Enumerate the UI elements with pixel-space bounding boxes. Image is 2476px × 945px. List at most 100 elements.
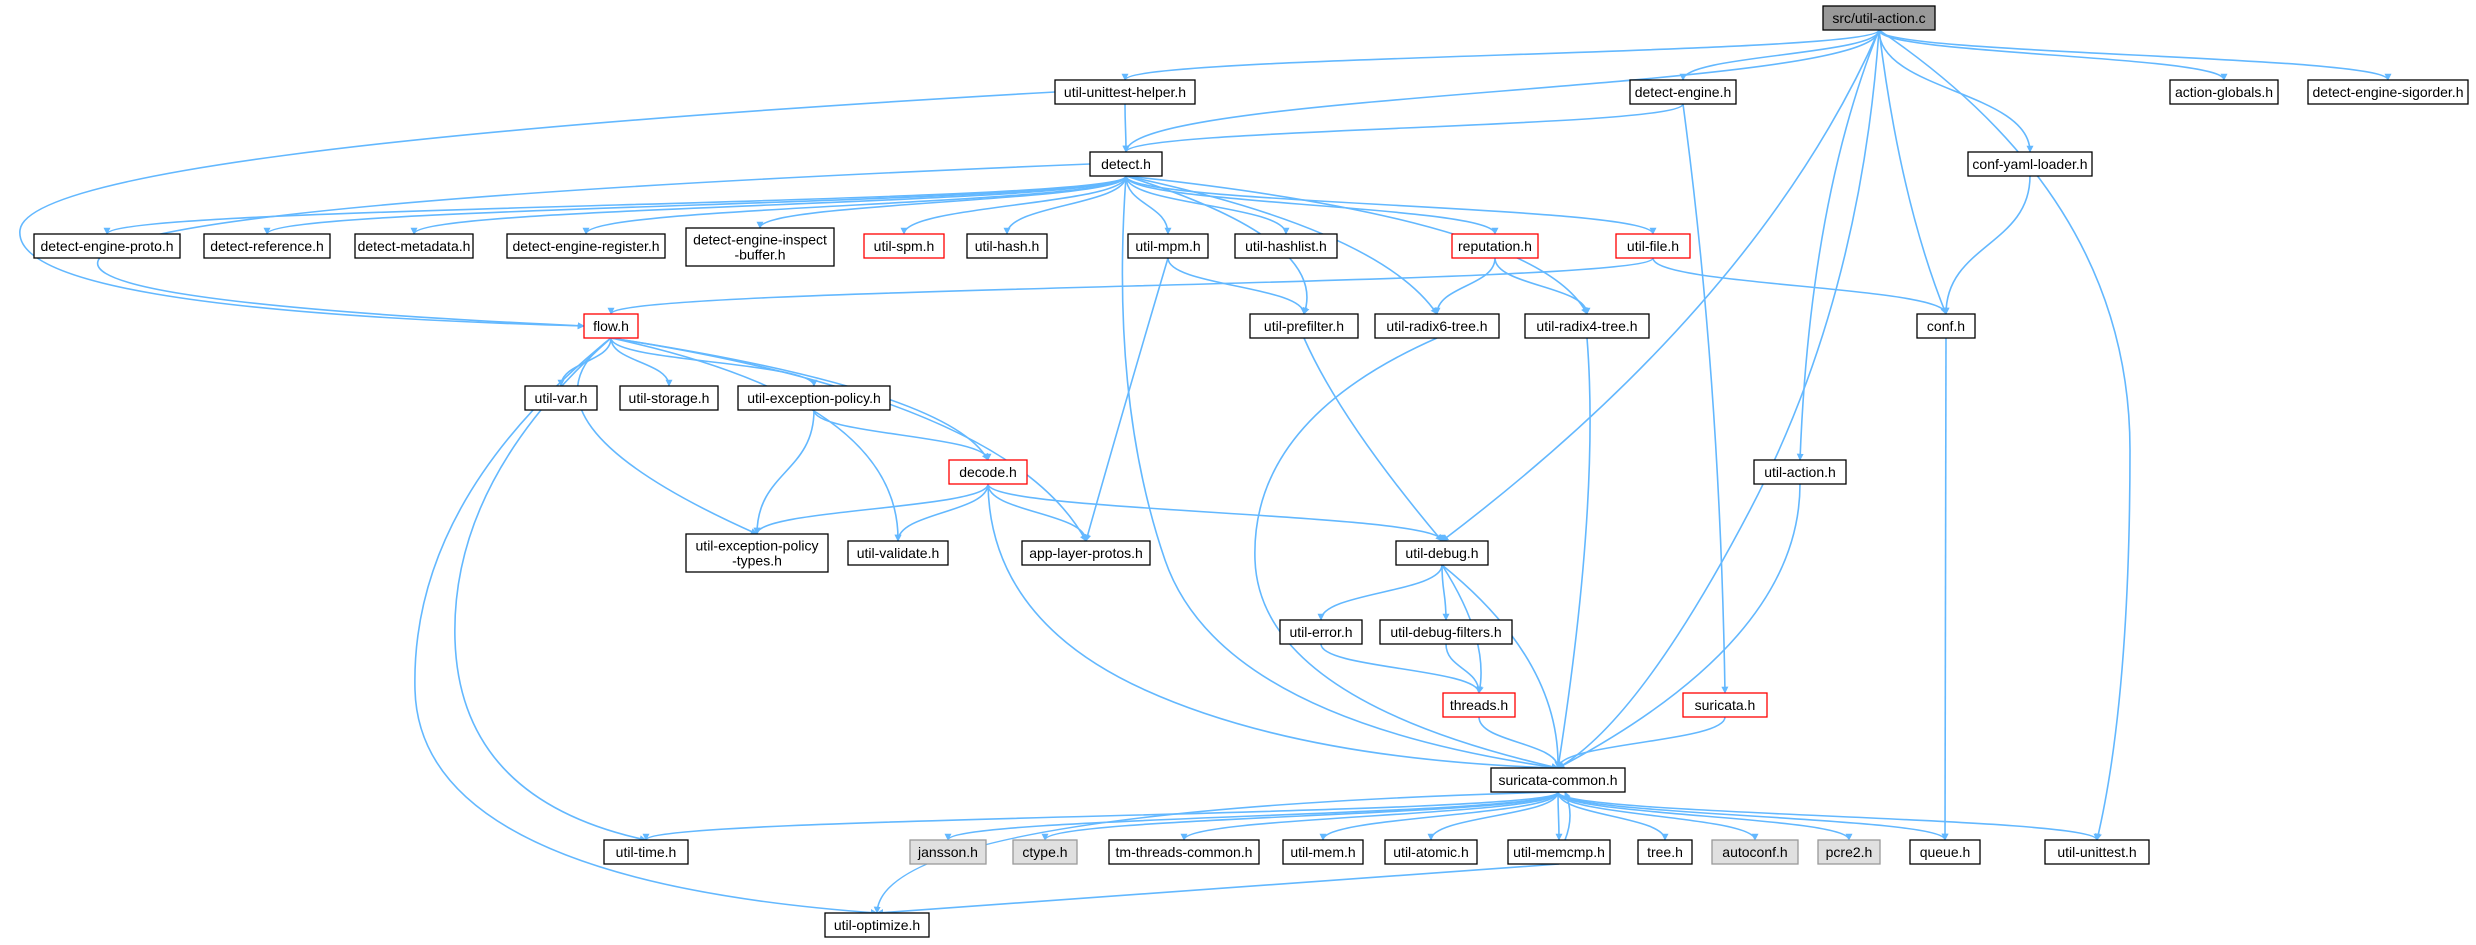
node-action-globals-h[interactable]: action-globals.h xyxy=(2169,79,2279,105)
node-threads-h[interactable]: threads.h xyxy=(1442,692,1516,718)
node-util-hash-h[interactable]: util-hash.h xyxy=(966,233,1048,259)
node-box xyxy=(1615,233,1691,259)
edge-src-util-action-c-to-util-debug-h xyxy=(1441,29,1880,542)
node-detect-h[interactable]: detect.h xyxy=(1089,151,1163,177)
node-box xyxy=(1711,839,1799,865)
node-tm-threads-common-h[interactable]: tm-threads-common.h xyxy=(1108,839,1260,865)
node-label: util-action.h xyxy=(1764,464,1836,480)
node-util-unittest-h[interactable]: util-unittest.h xyxy=(2044,839,2150,865)
node-util-prefilter-h[interactable]: util-prefilter.h xyxy=(1249,313,1359,339)
node-ctype-h[interactable]: ctype.h xyxy=(1012,839,1078,865)
node-decode-h[interactable]: decode.h xyxy=(948,459,1028,485)
node-label: util-var.h xyxy=(535,390,588,406)
node-util-unittest-helper-h[interactable]: util-unittest-helper.h xyxy=(1054,79,1196,105)
node-detect-engine-h[interactable]: detect-engine.h xyxy=(1629,79,1737,105)
node-box xyxy=(1442,692,1516,718)
node-util-radix4-tree-h[interactable]: util-radix4-tree.h xyxy=(1524,313,1650,339)
node-suricata-common-h[interactable]: suricata-common.h xyxy=(1490,767,1626,793)
node-pcre2-h[interactable]: pcre2.h xyxy=(1817,839,1881,865)
edge-util-unittest-helper-h-to-detect-h xyxy=(1122,103,1130,153)
node-autoconf-h[interactable]: autoconf.h xyxy=(1711,839,1799,865)
node-box xyxy=(1249,313,1359,339)
node-suricata-h[interactable]: suricata.h xyxy=(1682,692,1768,718)
edge-suricata-common-h-to-tm-threads-common-h xyxy=(1180,791,1559,841)
node-util-debug-h[interactable]: util-debug.h xyxy=(1395,540,1489,566)
node-label: suricata-common.h xyxy=(1498,772,1617,788)
node-util-atomic-h[interactable]: util-atomic.h xyxy=(1384,839,1478,865)
node-label: pcre2.h xyxy=(1826,844,1873,860)
node-util-spm-h[interactable]: util-spm.h xyxy=(863,233,945,259)
node-box xyxy=(1629,79,1737,105)
node-util-mpm-h[interactable]: util-mpm.h xyxy=(1127,233,1209,259)
node-util-storage-h[interactable]: util-storage.h xyxy=(619,385,719,411)
edge-src-util-action-c-to-conf-yaml-loader-h xyxy=(1878,29,2034,153)
node-label: decode.h xyxy=(959,464,1017,480)
node-label: util-validate.h xyxy=(857,545,940,561)
node-label: util-mem.h xyxy=(1290,844,1355,860)
edge-detect-h-to-detect-reference-h xyxy=(263,175,1127,235)
edge-detect-h-to-detect-metadata-h xyxy=(410,175,1127,235)
node-detect-engine-register-h[interactable]: detect-engine-register.h xyxy=(506,233,666,259)
node-jansson-h[interactable]: jansson.h xyxy=(909,839,987,865)
node-label: conf-yaml-loader.h xyxy=(1972,156,2087,172)
node-reputation-h[interactable]: reputation.h xyxy=(1451,233,1539,259)
node-box xyxy=(603,839,689,865)
edge-detect-h-to-reputation-h xyxy=(1125,175,1499,235)
node-label: conf.h xyxy=(1927,318,1965,334)
edge-flow-h-to-util-optimize-h xyxy=(414,337,878,917)
edge-threads-h-to-suricata-common-h xyxy=(1478,716,1562,769)
node-util-memcmp-h[interactable]: util-memcmp.h xyxy=(1507,839,1611,865)
node-box xyxy=(1909,839,1981,865)
node-detect-engine-sigorder-h[interactable]: detect-engine-sigorder.h xyxy=(2307,79,2469,105)
node-util-error-h[interactable]: util-error.h xyxy=(1279,619,1363,645)
node-util-exception-policy-types-h[interactable]: util-exception-policy-types.h xyxy=(685,533,829,573)
node-conf-h[interactable]: conf.h xyxy=(1916,313,1976,339)
node-detect-metadata-h[interactable]: detect-metadata.h xyxy=(354,233,474,259)
node-util-exception-policy-h[interactable]: util-exception-policy.h xyxy=(737,385,891,411)
node-box xyxy=(2307,79,2469,105)
node-box xyxy=(1451,233,1539,259)
edge-util-exception-policy-h-to-decode-h xyxy=(813,409,992,461)
node-label: util-mpm.h xyxy=(1135,238,1200,254)
node-util-var-h[interactable]: util-var.h xyxy=(524,385,598,411)
edge-reputation-h-to-util-radix6-tree-h xyxy=(1433,257,1496,315)
edge-suricata-common-h-to-util-optimize-h xyxy=(873,791,1559,914)
edge-suricata-common-h-to-ctype-h xyxy=(1041,791,1559,841)
node-detect-reference-h[interactable]: detect-reference.h xyxy=(203,233,331,259)
node-util-validate-h[interactable]: util-validate.h xyxy=(847,540,949,566)
node-box xyxy=(506,233,666,259)
node-util-mem-h[interactable]: util-mem.h xyxy=(1282,839,1364,865)
node-box xyxy=(1817,839,1881,865)
node-box xyxy=(1395,540,1489,566)
node-src-util-action-c[interactable]: src/util-action.c xyxy=(1822,5,1936,31)
node-util-file-h[interactable]: util-file.h xyxy=(1615,233,1691,259)
edge-suricata-common-h-to-util-memcmp-h xyxy=(1555,791,1563,841)
node-util-action-h[interactable]: util-action.h xyxy=(1753,459,1847,485)
node-util-time-h[interactable]: util-time.h xyxy=(603,839,689,865)
node-util-optimize-h[interactable]: util-optimize.h xyxy=(824,912,930,938)
node-label: util-atomic.h xyxy=(1393,844,1468,860)
node-conf-yaml-loader-h[interactable]: conf-yaml-loader.h xyxy=(1967,151,2093,177)
edge-detect-h-to-util-mpm-h xyxy=(1125,175,1172,235)
edge-decode-h-to-suricata-common-h xyxy=(987,483,1559,772)
node-queue-h[interactable]: queue.h xyxy=(1909,839,1981,865)
node-layer: src/util-action.c util-unittest-helper.h d… xyxy=(33,5,2469,938)
node-app-layer-protos-h[interactable]: app-layer-protos.h xyxy=(1021,540,1151,566)
edge-suricata-h-to-suricata-common-h xyxy=(1554,716,1726,769)
node-label: detect-engine-proto.h xyxy=(40,238,173,254)
node-util-debug-filters-h[interactable]: util-debug-filters.h xyxy=(1379,619,1513,645)
node-flow-h[interactable]: flow.h xyxy=(583,313,639,339)
node-label: app-layer-protos.h xyxy=(1029,545,1143,561)
edge-suricata-common-h-to-util-mem-h xyxy=(1319,791,1559,841)
node-detect-engine-inspect-buffer-h[interactable]: detect-engine-inspect-buffer.h xyxy=(685,227,835,267)
node-util-radix6-tree-h[interactable]: util-radix6-tree.h xyxy=(1374,313,1500,339)
node-detect-engine-proto-h[interactable]: detect-engine-proto.h xyxy=(33,233,181,259)
node-tree-h[interactable]: tree.h xyxy=(1637,839,1693,865)
node-label: tree.h xyxy=(1647,844,1683,860)
edge-src-util-action-c-to-util-action-h xyxy=(1796,29,1880,461)
node-box xyxy=(1822,5,1936,31)
node-label: ctype.h xyxy=(1022,844,1067,860)
node-util-hashlist-h[interactable]: util-hashlist.h xyxy=(1234,233,1338,259)
edge-decode-h-to-util-debug-h xyxy=(987,483,1446,542)
node-box xyxy=(966,233,1048,259)
